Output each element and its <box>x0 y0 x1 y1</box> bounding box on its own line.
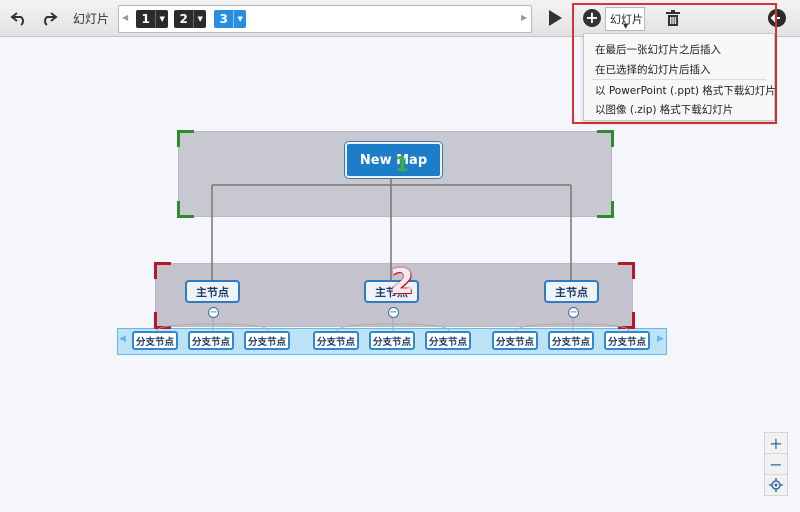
slide-chip-label: 1 <box>141 12 150 26</box>
chevron-down-icon[interactable]: ▼ <box>155 10 168 28</box>
frame-corner[interactable] <box>618 312 635 329</box>
frame-resize-handle-icon[interactable]: ◀ <box>119 334 126 344</box>
frame-corner[interactable] <box>177 130 194 147</box>
slide-strip[interactable]: ◀ 1 ▼ 2 ▼ 3 ▼ ▶ <box>118 5 532 33</box>
frame-corner[interactable] <box>597 130 614 147</box>
slide-dropdown-menu: 在最后一张幻灯片之后插入 在已选择的幻灯片后插入 以 PowerPoint (.… <box>583 33 776 121</box>
frame-number-1: 1 <box>395 152 409 176</box>
frame-number-2: 2 <box>390 262 414 302</box>
strip-left-arrow-icon[interactable]: ◀ <box>122 13 129 22</box>
chevron-down-icon[interactable]: ▼ <box>193 10 206 28</box>
main-topic[interactable]: 主节点 <box>364 280 419 303</box>
slide-chip-label: 2 <box>179 12 188 26</box>
zoom-out-button[interactable]: − <box>764 453 788 475</box>
subtopic[interactable]: 分支节点 <box>604 331 650 350</box>
menu-item-insert-after-selected[interactable]: 在已选择的幻灯片后插入 <box>595 64 711 76</box>
subtopic[interactable]: 分支节点 <box>548 331 594 350</box>
menu-item-insert-after-last[interactable]: 在最后一张幻灯片之后插入 <box>595 44 721 56</box>
plus-circle-icon[interactable]: + <box>583 9 601 27</box>
subtopic[interactable]: 分支节点 <box>313 331 359 350</box>
main-topic[interactable]: 主节点 <box>544 280 599 303</box>
slide-menu-button[interactable]: 幻灯片 ▼ <box>605 7 645 31</box>
frame-corner[interactable] <box>154 262 171 279</box>
subtopic[interactable]: 分支节点 <box>369 331 415 350</box>
collapse-toggle-icon[interactable]: − <box>208 306 219 318</box>
frame-corner[interactable] <box>177 201 194 218</box>
menu-item-download-ppt[interactable]: 以 PowerPoint (.ppt) 格式下载幻灯片 <box>595 85 776 97</box>
slide-chip-1[interactable]: 1 ▼ <box>136 10 168 28</box>
subtopic[interactable]: 分支节点 <box>425 331 471 350</box>
slide-chip-label: 3 <box>219 12 228 26</box>
chevron-down-icon[interactable]: ▼ <box>233 10 246 28</box>
slide-menu-label: 幻灯片 <box>610 13 643 26</box>
zoom-in-button[interactable]: + <box>764 432 788 454</box>
toolbar: 幻灯片 ◀ 1 ▼ 2 ▼ 3 ▼ ▶ + 幻灯片 ▼ <box>0 0 800 37</box>
subtopic[interactable]: 分支节点 <box>244 331 290 350</box>
subtopic[interactable]: 分支节点 <box>132 331 178 350</box>
root-topic[interactable]: New Map <box>345 142 442 178</box>
frame-corner[interactable] <box>618 262 635 279</box>
highlight-frame <box>572 3 777 124</box>
chevron-down-icon: ▼ <box>623 22 629 30</box>
play-icon[interactable] <box>544 8 566 28</box>
undo-icon[interactable] <box>8 8 30 28</box>
slide-chip-3[interactable]: 3 ▼ <box>214 10 246 28</box>
slides-label: 幻灯片 <box>73 12 110 26</box>
exit-icon[interactable] <box>766 8 788 28</box>
main-topic[interactable]: 主节点 <box>185 280 240 303</box>
menu-item-download-zip[interactable]: 以图像 (.zip) 格式下载幻灯片 <box>595 104 734 116</box>
frame-corner[interactable] <box>597 201 614 218</box>
slide-chip-2[interactable]: 2 ▼ <box>174 10 206 28</box>
frame-resize-handle-icon[interactable]: ▶ <box>657 334 664 344</box>
collapse-toggle-icon[interactable]: − <box>388 306 399 318</box>
trash-icon[interactable] <box>662 8 684 28</box>
menu-divider <box>592 79 766 80</box>
subtopic[interactable]: 分支节点 <box>188 331 234 350</box>
crosshair-icon[interactable] <box>764 474 788 496</box>
strip-right-arrow-icon[interactable]: ▶ <box>521 13 528 22</box>
collapse-toggle-icon[interactable]: − <box>568 306 579 318</box>
subtopic[interactable]: 分支节点 <box>492 331 538 350</box>
redo-icon[interactable] <box>38 8 60 28</box>
